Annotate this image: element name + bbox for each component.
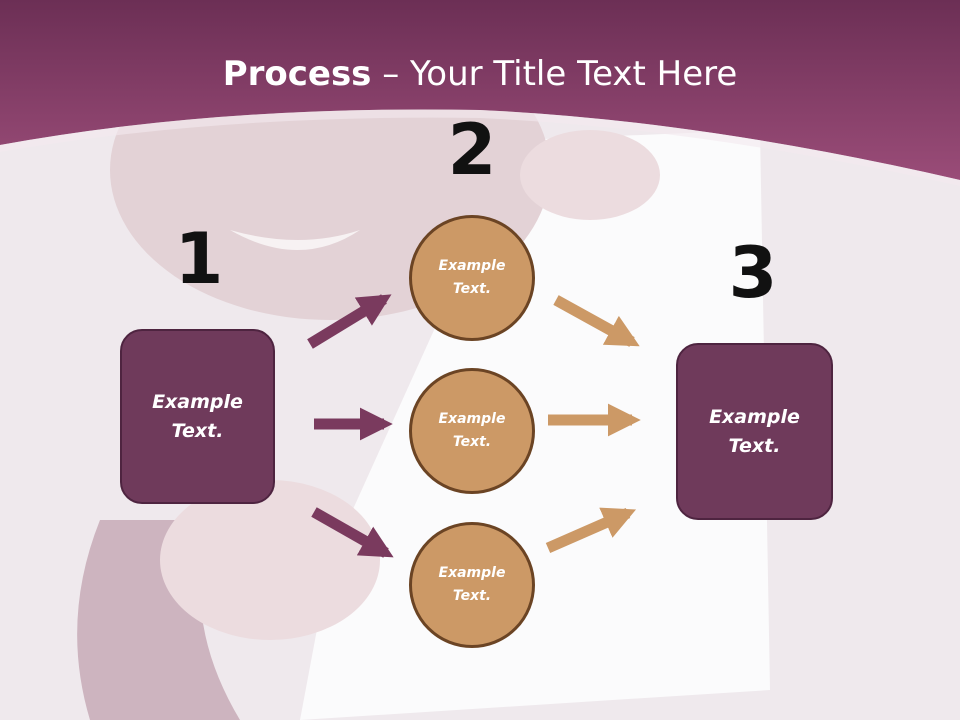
node-middle-circle: Example Text.	[409, 368, 535, 494]
node-top-label: Example Text.	[438, 258, 506, 297]
step-number-3: 3	[728, 232, 778, 314]
node-middle-label: Example Text.	[438, 411, 506, 450]
node-top-circle: Example Text.	[409, 215, 535, 341]
node-bottom-label: Example Text.	[438, 565, 506, 604]
step-number-2: 2	[447, 109, 497, 191]
title-rest: – Your Title Text Here	[371, 54, 738, 94]
step-number-1: 1	[174, 218, 224, 300]
node-right-label: Example Text.	[709, 405, 800, 457]
arrow-top-to-right	[553, 295, 640, 347]
title-bold: Process	[222, 54, 372, 94]
smile-shape	[230, 230, 360, 250]
arrow-bottom-to-right	[545, 507, 637, 554]
node-bottom-circle: Example Text.	[409, 522, 535, 648]
header-band	[0, 0, 960, 180]
slide-title: Process – Your Title Text Here	[0, 52, 960, 96]
hand-top	[520, 130, 660, 220]
arrow-left-to-bottom	[311, 507, 394, 558]
node-left-box: Example Text.	[120, 329, 275, 504]
header-highlight	[0, 109, 960, 186]
arrow-left-to-top	[307, 294, 392, 349]
node-left-label: Example Text.	[152, 390, 243, 442]
node-right-box: Example Text.	[676, 343, 833, 520]
